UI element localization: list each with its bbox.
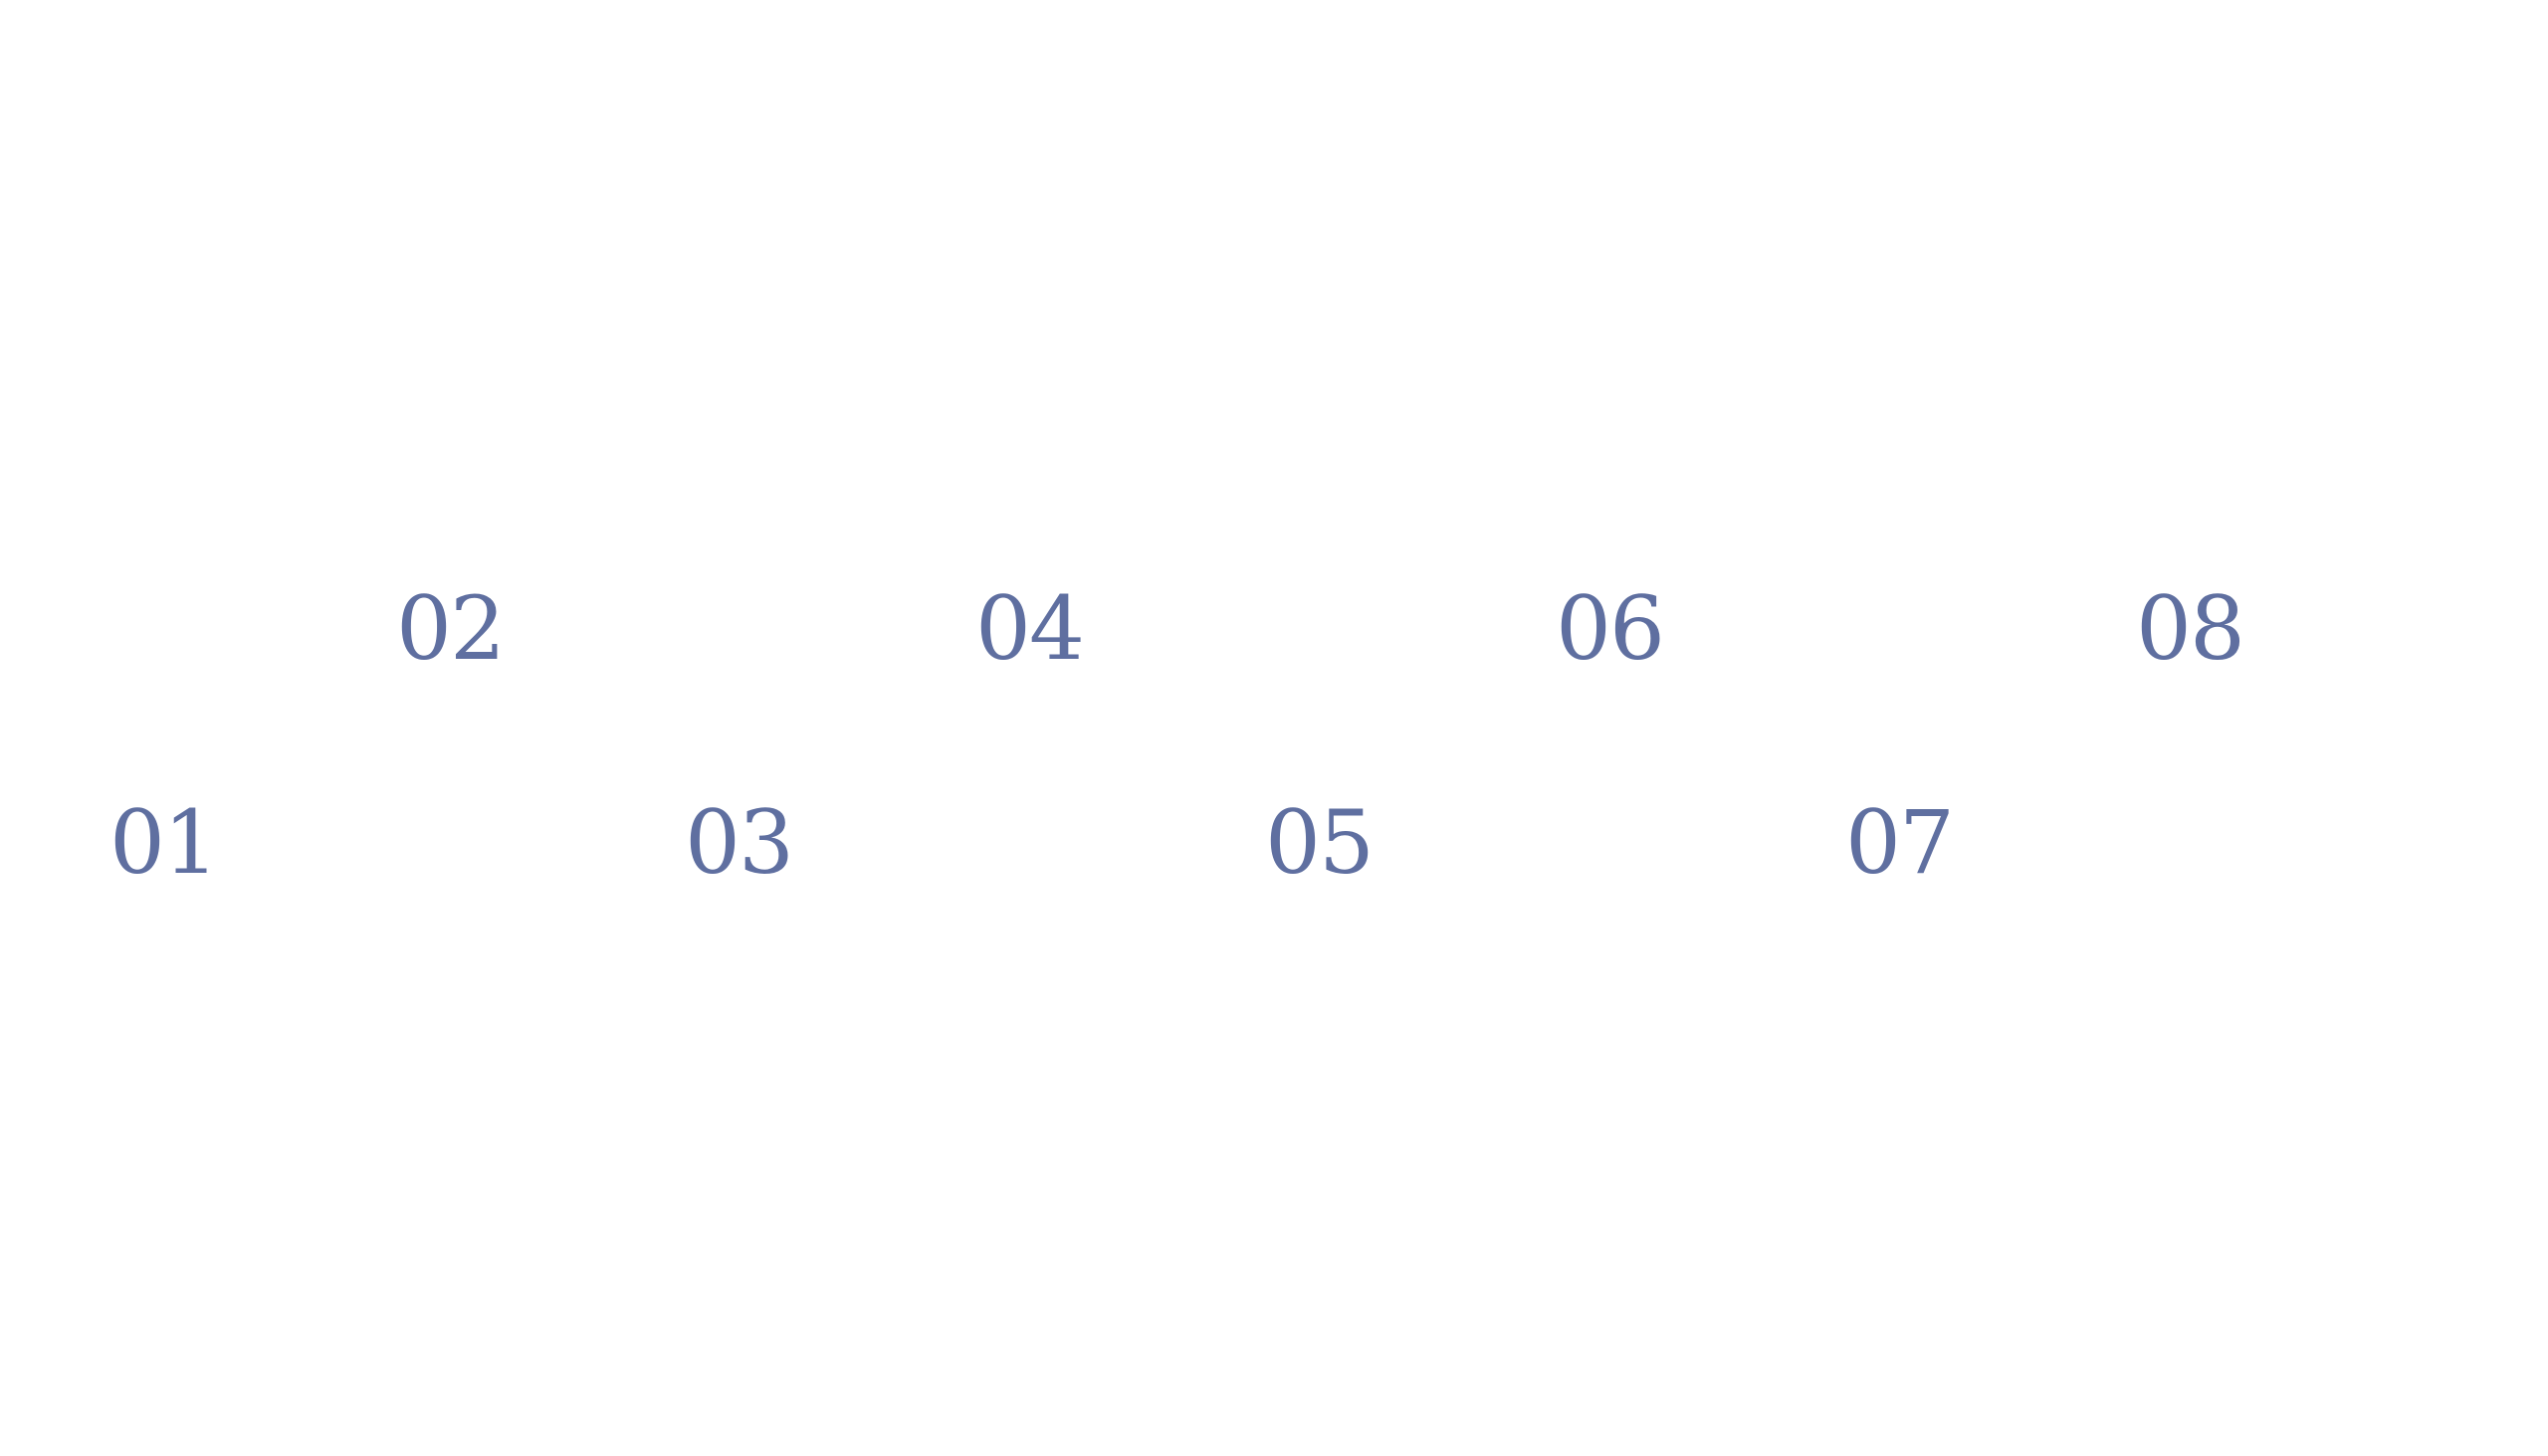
step-number-07: 07 (1845, 791, 1955, 894)
step-number-01: 01 (109, 791, 219, 894)
step-number-02: 02 (396, 577, 506, 680)
step-number-03: 03 (685, 791, 794, 894)
step-number-08: 08 (2136, 577, 2245, 680)
step-number-05: 05 (1265, 791, 1375, 894)
step-number-06: 06 (1556, 577, 1665, 680)
step-number-04: 04 (975, 577, 1085, 680)
